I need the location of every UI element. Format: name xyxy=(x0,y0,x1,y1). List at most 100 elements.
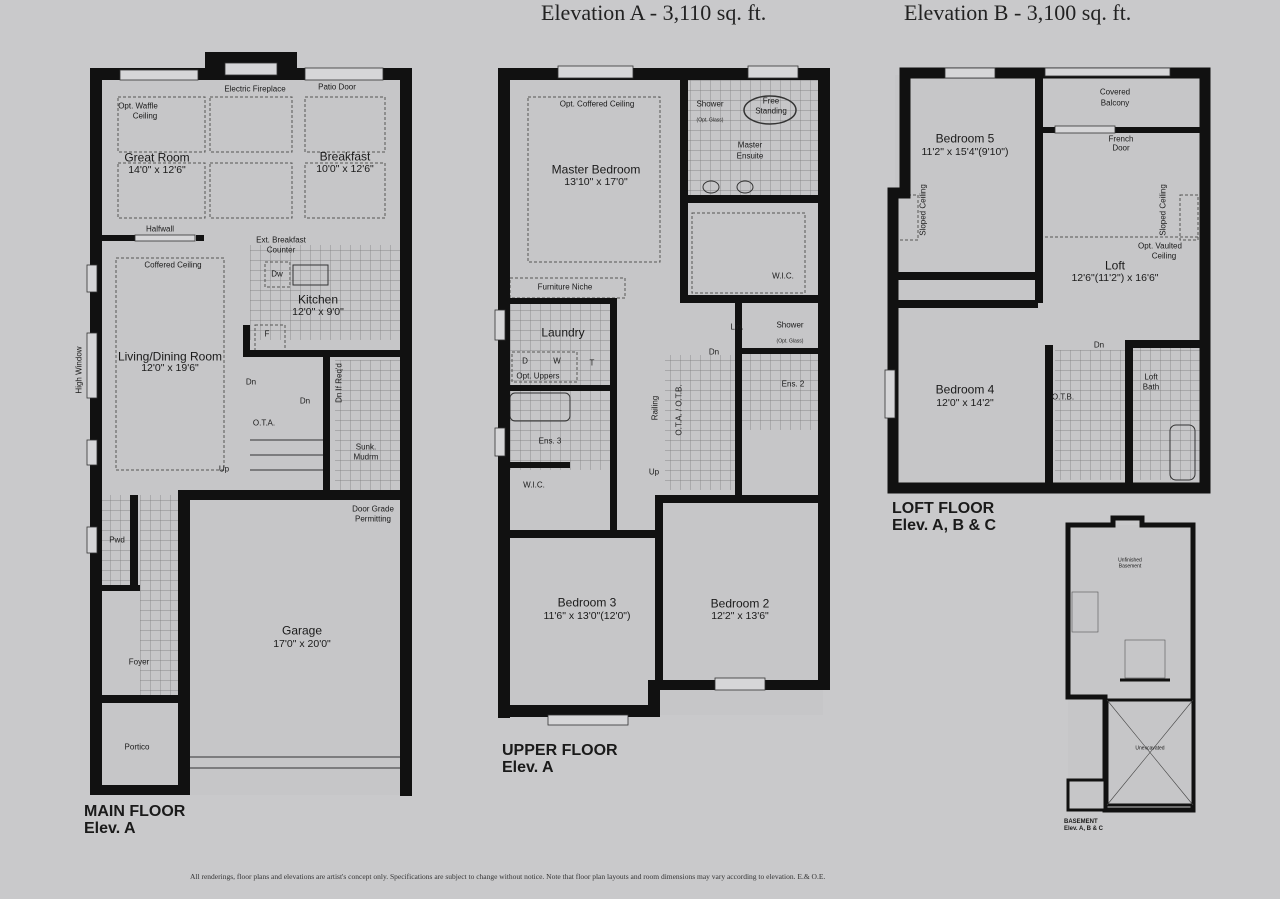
room-garage: Garage xyxy=(281,623,323,638)
label-french-door-2: Door xyxy=(1112,143,1130,153)
label-breakfast-counter: Ext. Breakfast xyxy=(256,235,306,245)
dim-breakfast: 10'0" x 12'6" xyxy=(316,163,374,176)
room-loft: Loft xyxy=(1104,258,1126,273)
main-floor-elev: Elev. A xyxy=(84,820,136,837)
label-linen: Lin. xyxy=(730,322,744,332)
label-halfwall: Halfwall xyxy=(145,224,175,234)
dim-master-bedroom: 13'10" x 17'0" xyxy=(564,176,628,189)
label-shower: Shower xyxy=(696,99,724,109)
floor-title-main: MAIN FLOOR Elev. A xyxy=(84,803,185,837)
room-master-bedroom: Master Bedroom xyxy=(551,162,641,177)
floor-title-loft: LOFT FLOOR Elev. A, B & C xyxy=(892,500,996,534)
label-mudroom: Sunk. xyxy=(355,442,377,452)
dim-bedroom-2: 12'2" x 13'6" xyxy=(711,610,769,623)
loft-floor-elev: Elev. A, B & C xyxy=(892,517,997,534)
dim-bedroom-5: 11'2" x 15'4"(9'10") xyxy=(921,146,1009,159)
room-bedroom-4: Bedroom 4 xyxy=(935,382,995,397)
room-laundry: Laundry xyxy=(541,325,585,340)
label-door-grade-2: Permitting xyxy=(354,514,392,524)
label-shower-2-glass: (Opt. Glass) xyxy=(776,338,804,345)
label-stair-up: Up xyxy=(218,464,230,474)
label-unfinished-basement-2: Basement xyxy=(1118,563,1142,570)
disclaimer-footer: All renderings, floor plans and elevatio… xyxy=(190,872,826,881)
upper-floor-name: UPPER FLOOR xyxy=(502,742,618,759)
label-sloped-ceiling-2: Sloped Ceiling xyxy=(1158,184,1168,236)
room-ensuite-3: Ens. 3 xyxy=(538,436,562,446)
dim-bedroom-4: 12'0" x 14'2" xyxy=(936,397,994,410)
label-stair-down: Dn xyxy=(708,347,720,357)
loft-floor-name: LOFT FLOOR xyxy=(892,500,995,517)
room-bedroom-2: Bedroom 2 xyxy=(710,596,770,611)
label-washer: W xyxy=(553,356,561,366)
label-ota: O.T.A. xyxy=(252,418,276,428)
dim-great-room: 14'0" x 12'6" xyxy=(128,164,186,177)
main-floor-name: MAIN FLOOR xyxy=(84,803,186,820)
floor-title-upper: UPPER FLOOR Elev. A xyxy=(502,742,618,776)
upper-floor-plan xyxy=(494,65,830,726)
label-sloped-ceiling: Sloped Ceiling xyxy=(918,184,928,236)
label-free-standing: Free xyxy=(762,96,780,106)
label-opt-coffered: Opt. Coffered Ceiling xyxy=(559,99,635,109)
room-wic-2: W.I.C. xyxy=(523,480,545,490)
label-patio-door: Patio Door xyxy=(318,82,356,92)
dim-loft: 12'6"(11'2") x 16'6" xyxy=(1071,272,1159,285)
elevation-a-title: Elevation A - 3,110 sq. ft. xyxy=(541,0,767,25)
room-master-ensuite: Master xyxy=(737,140,763,150)
room-living-dining: Living/Dining Room xyxy=(117,349,223,364)
label-stair-down: Dn xyxy=(1093,340,1105,350)
room-bedroom-5: Bedroom 5 xyxy=(935,131,995,146)
label-shower-glass: (Opt. Glass) xyxy=(696,117,724,124)
label-dryer: D xyxy=(522,356,528,366)
room-loft-bath: Loft xyxy=(1144,372,1158,382)
floor-title-basement: BASEMENT Elev. A, B & C xyxy=(1064,819,1103,833)
elevation-b-title: Elevation B - 3,100 sq. ft. xyxy=(904,0,1132,25)
label-door-grade: Door Grade xyxy=(352,504,394,514)
label-coffered-ceiling: Coffered Ceiling xyxy=(144,260,202,270)
basement-elev: Elev. A, B & C xyxy=(1064,826,1104,832)
label-waffle-ceiling-2: Ceiling xyxy=(132,111,158,121)
label-electric-fireplace: Electric Fireplace xyxy=(224,84,286,94)
label-mudroom-2: Mudrm xyxy=(353,452,379,462)
room-breakfast: Breakfast xyxy=(319,149,371,164)
room-bedroom-3: Bedroom 3 xyxy=(557,595,617,610)
main-floor-plan xyxy=(86,52,412,796)
label-stair-up: Up xyxy=(648,467,660,477)
label-covered-balcony-2: Balcony xyxy=(1100,98,1130,108)
label-vaulted-ceiling-2: Ceiling xyxy=(1151,251,1177,261)
label-dn-if-reqd: Dn If Req'd xyxy=(334,363,344,403)
label-furniture-niche: Furniture Niche xyxy=(537,282,593,292)
dim-living-dining: 12'0" x 19'6" xyxy=(141,362,199,375)
room-portico: Portico xyxy=(124,742,150,752)
upper-floor-elev: Elev. A xyxy=(502,759,554,776)
basement-name: BASEMENT xyxy=(1064,819,1098,825)
label-free-standing-2: Standing xyxy=(755,106,787,116)
room-loft-bath-2: Bath xyxy=(1142,382,1160,392)
label-otb: O.T.B. xyxy=(1051,392,1075,402)
label-unexcavated: Unexcavated xyxy=(1135,745,1165,752)
label-stair-down: Dn xyxy=(245,377,257,387)
dim-kitchen: 12'0" x 9'0" xyxy=(292,306,344,319)
room-foyer: Foyer xyxy=(128,657,150,667)
label-stair-down-2: Dn xyxy=(299,396,311,406)
label-fridge: F xyxy=(264,329,270,339)
room-wic-master: W.I.C. xyxy=(772,271,794,281)
basement-plan xyxy=(1065,515,1196,813)
label-shower-2: Shower xyxy=(776,320,804,330)
label-waffle-ceiling: Opt. Waffle xyxy=(118,101,158,111)
room-powder: Pwd xyxy=(109,535,125,545)
label-vaulted-ceiling: Opt. Vaulted xyxy=(1138,241,1182,251)
label-tub: T xyxy=(589,358,595,368)
loft-floor-plan xyxy=(884,67,1211,494)
room-ensuite-2: Ens. 2 xyxy=(781,379,805,389)
dim-bedroom-3: 11'6" x 13'0"(12'0") xyxy=(543,610,631,623)
room-great-room: Great Room xyxy=(124,150,190,165)
label-ota-otb: O.T.A. / O.T.B. xyxy=(674,384,684,436)
label-high-window: High Window xyxy=(74,346,84,394)
room-kitchen: Kitchen xyxy=(297,292,339,307)
label-breakfast-counter-2: Counter xyxy=(266,245,296,255)
room-master-ensuite-2: Ensuite xyxy=(736,151,764,161)
label-railing: Railing xyxy=(650,395,660,421)
label-unfinished-basement: Unfinished xyxy=(1118,557,1142,564)
label-opt-uppers: Opt. Uppers xyxy=(516,371,560,381)
